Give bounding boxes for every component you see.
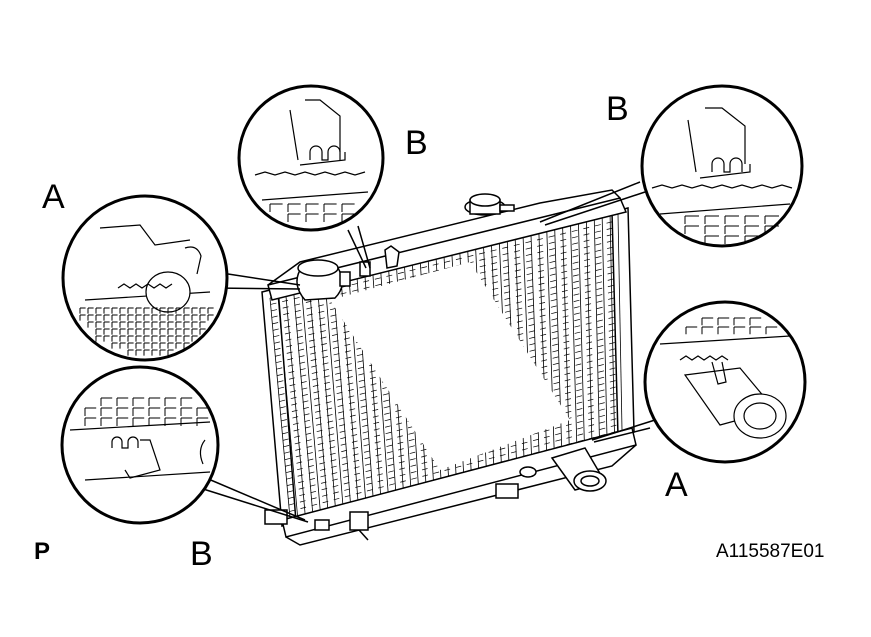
callout-label-upper-right: B [606, 90, 629, 128]
lower-tank [265, 428, 636, 545]
core-highlight [330, 262, 570, 470]
callout-label-upper-middle: B [405, 124, 428, 162]
detail-circle-upper-right [642, 86, 802, 246]
lower-hose [315, 448, 606, 540]
leader-lines [200, 182, 655, 522]
detail-circle-upper-left [63, 196, 227, 360]
view-code-label: P [34, 538, 51, 565]
upper-hose [297, 246, 399, 300]
radiator-cap [465, 194, 514, 215]
detail-circle-upper-middle [239, 86, 383, 230]
detail-circle-lower-left [62, 367, 218, 523]
figure-id-label: A115587E01 [716, 541, 825, 562]
callout-label-lower-right: A [665, 466, 688, 504]
callout-label-upper-left: A [42, 178, 65, 216]
callout-label-lower-left: B [190, 535, 213, 573]
detail-circle-lower-right [645, 302, 805, 462]
